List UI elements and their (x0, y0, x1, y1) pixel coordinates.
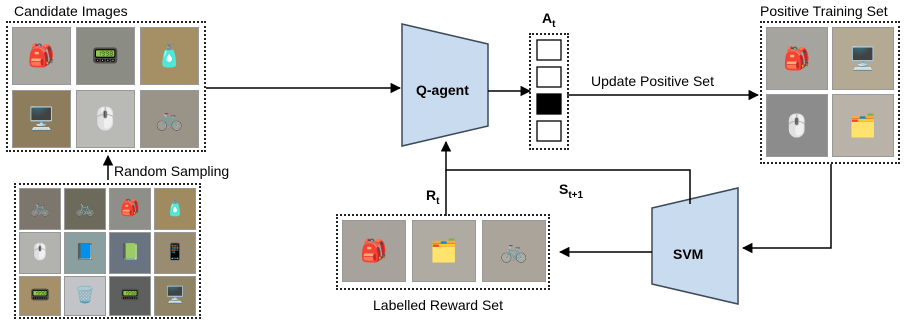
state-label: St+1 (559, 181, 583, 204)
candidate-image-mouse: 🖱️ (76, 90, 135, 148)
action-slot (536, 120, 562, 142)
reward-label: Rt (426, 187, 439, 210)
candidate-image-monitor: 🖥️ (12, 90, 71, 148)
positive-image-mouse: 🖱️ (766, 94, 828, 157)
q-agent-label: Q-agent (416, 82, 469, 98)
positive-training-set-label: Positive Training Set (760, 3, 888, 19)
action-slot (536, 39, 562, 61)
action-subscript: t (552, 18, 556, 30)
labelled-reward-set-frame: 🎒 🗂️ 🚲 (336, 214, 550, 290)
pool-image-bicycle: 🚲 (64, 188, 106, 230)
positive-image-monitor: 🖥️ (832, 27, 894, 90)
pool-image-book: 📘 (64, 232, 106, 274)
update-positive-set-label: Update Positive Set (591, 73, 714, 89)
pool-image-device: 📟 (109, 276, 151, 316)
random-sampling-label: Random Sampling (114, 163, 230, 179)
reward-image-backpack: 🎒 (342, 220, 406, 282)
state-symbol: S (559, 181, 569, 197)
candidate-images-frame: 🎒 📟 🧴 🖥️ 🖱️ 🚲 (6, 21, 206, 152)
pool-image-mouse: 🖱️ (19, 232, 61, 274)
pool-image-device: 📱 (154, 232, 196, 274)
svm-shape (651, 187, 739, 305)
arrow-state-to-agent (440, 140, 691, 204)
pool-image-bicycle: 🚲 (19, 188, 61, 230)
candidate-image-bottle: 🧴 (140, 27, 199, 85)
positive-training-set-frame: 🎒 🖥️ 🖱️ 🗂️ (760, 21, 900, 164)
candidate-image-backpack: 🎒 (12, 27, 71, 85)
svm-label: SVM (673, 246, 704, 262)
candidate-images-label: Candidate Images (14, 3, 128, 19)
reward-subscript: t (436, 195, 440, 207)
positive-image-paper-tray: 🗂️ (832, 94, 894, 157)
action-slots (536, 39, 562, 142)
reward-image-paper-tray: 🗂️ (412, 220, 476, 282)
pool-image-device: 📟 (19, 276, 61, 316)
arrow-positive-to-svm (741, 164, 832, 254)
positive-image-backpack: 🎒 (766, 27, 828, 90)
action-slot (536, 66, 562, 88)
image-pool-frame: 🚲 🚲 🎒 🧴 🖱️ 📘 📗 📱 📟 🗑️ 📟 🖥️ (14, 183, 201, 319)
reward-image-bicycle: 🚲 (482, 220, 546, 282)
action-symbol: A (542, 10, 553, 26)
action-slot-selected (536, 93, 562, 115)
labelled-reward-set-label: Labelled Reward Set (373, 297, 503, 313)
pool-image-book: 📗 (109, 232, 151, 274)
candidate-image-device: 📟 (76, 27, 135, 85)
q-agent-shape (401, 23, 489, 147)
action-label: At (542, 10, 555, 33)
reward-symbol: R (426, 187, 437, 203)
pool-image-monitor: 🖥️ (154, 276, 196, 316)
pool-image-bottle: 🧴 (154, 188, 196, 230)
action-group-frame (529, 33, 569, 150)
pool-image-backpack: 🎒 (109, 188, 151, 230)
pool-image-bin: 🗑️ (64, 276, 106, 316)
state-subscript: t+1 (568, 189, 584, 201)
candidate-image-bicycle: 🚲 (140, 90, 199, 148)
